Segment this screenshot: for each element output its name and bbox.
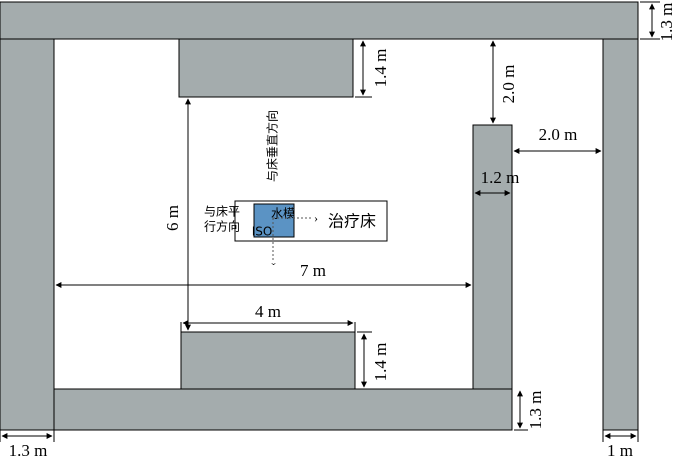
lower-block-width-label: 4 m (255, 302, 281, 321)
parallel-direction-label-line1: 与床平 (204, 205, 240, 219)
right-wall (602, 38, 639, 431)
parallel-direction-label-line2: 行方向 (204, 219, 240, 234)
water-phantom-label: 水模 (271, 207, 295, 221)
gap-to-pillar-label: 2.0 m (499, 65, 518, 104)
room-width-label: 7 m (300, 261, 326, 280)
dim-block-separation: 6 m (163, 98, 191, 331)
water-phantom (253, 203, 295, 238)
right-wall-thickness-label: 1 m (607, 441, 633, 460)
bottom-wall (53, 388, 513, 431)
perpendicular-direction-label: 与床垂直方向 (265, 110, 280, 182)
inner-pillar (472, 124, 513, 390)
lower-shield-block (180, 331, 356, 390)
lower-block-height-label: 1.4 m (371, 343, 390, 382)
parallel-arrow-icon: › (314, 211, 318, 225)
dim-right-wall-thickness: 1 m (602, 430, 639, 460)
dim-pillar-width: 1.2 m (474, 168, 520, 196)
dim-top-wall-thickness: 1.3 m (640, 1, 676, 42)
bottom-wall-thickness-label: 1.3 m (526, 391, 545, 430)
top-wall (0, 1, 639, 40)
upper-block-height-label: 1.4 m (371, 49, 390, 88)
bed-label: 治疗床 (328, 212, 376, 231)
dim-gap-to-pillar: 2.0 m (490, 40, 518, 124)
dim-bottom-wall-thickness: 1.3 m (514, 390, 545, 431)
dim-upper-block-height: 1.4 m (355, 40, 390, 98)
treatment-bed: 水模 ISO › › 治疗床 与床平 行方向 与床垂直方向 (204, 110, 388, 266)
perpendicular-arrow-icon: › (268, 262, 279, 265)
pillar-to-wall-label: 2.0 m (539, 125, 578, 144)
left-wall (0, 38, 55, 431)
top-wall-thickness-label: 1.3 m (657, 3, 676, 42)
block-separation-label: 6 m (163, 205, 182, 231)
dim-lower-block-height: 1.4 m (357, 331, 390, 388)
dim-lower-block-width: 4 m (180, 302, 356, 332)
iso-label: ISO (252, 225, 273, 239)
pillar-width-label: 1.2 m (481, 168, 520, 187)
dim-room-width: 7 m (55, 261, 472, 288)
upper-shield-block (178, 38, 354, 98)
dim-pillar-to-wall: 2.0 m (513, 125, 602, 154)
dim-left-wall-thickness: 1.3 m (0, 430, 55, 460)
left-wall-thickness-label: 1.3 m (9, 441, 48, 460)
